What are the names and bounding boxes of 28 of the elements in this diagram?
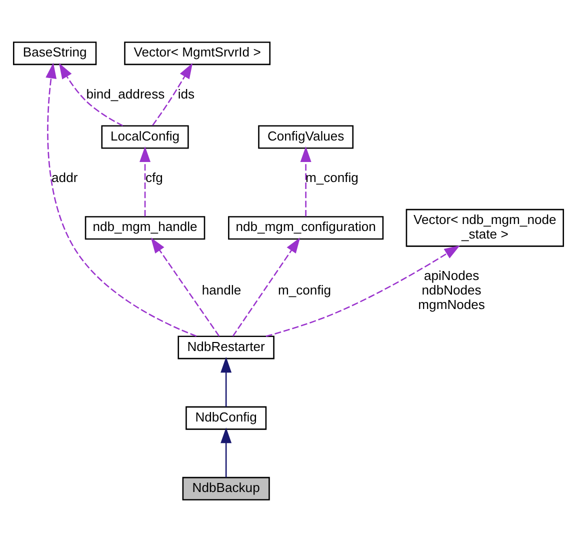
edge-label: bind_address (86, 86, 165, 101)
node-box: Vector< MgmtSrvrId > (124, 41, 271, 65)
arrow (266, 244, 460, 336)
node-box: BaseString (13, 41, 97, 65)
edge-label: ids (178, 86, 195, 101)
arrow (300, 146, 312, 216)
arrow (220, 426, 232, 477)
edge-label: addr (52, 170, 78, 185)
node-box: NdbRestarter (178, 335, 274, 359)
edge-label: cfg (145, 170, 163, 185)
node-box: ConfigValues (258, 124, 354, 148)
node-box: Vector< ndb_mgm_node _state > (406, 208, 564, 246)
arrow (140, 146, 151, 216)
node-box: NdbConfig (186, 406, 267, 430)
arrow (220, 356, 232, 406)
arrow (150, 236, 220, 336)
edge-label: apiNodes ndbNodes mgmNodes (418, 268, 485, 312)
edge-label: m_config (278, 282, 332, 298)
node-box: ndb_mgm_handle (84, 216, 206, 240)
node-box: ndb_mgm_configuration (228, 216, 384, 240)
arrow (152, 62, 193, 126)
edge-label: m_config (305, 170, 358, 185)
arrow (46, 62, 197, 336)
arrow (58, 62, 124, 126)
edge-label: handle (202, 282, 242, 298)
node-box: LocalConfig (101, 124, 189, 148)
arrow (232, 236, 300, 336)
node-box: NdbBackup (182, 476, 270, 500)
